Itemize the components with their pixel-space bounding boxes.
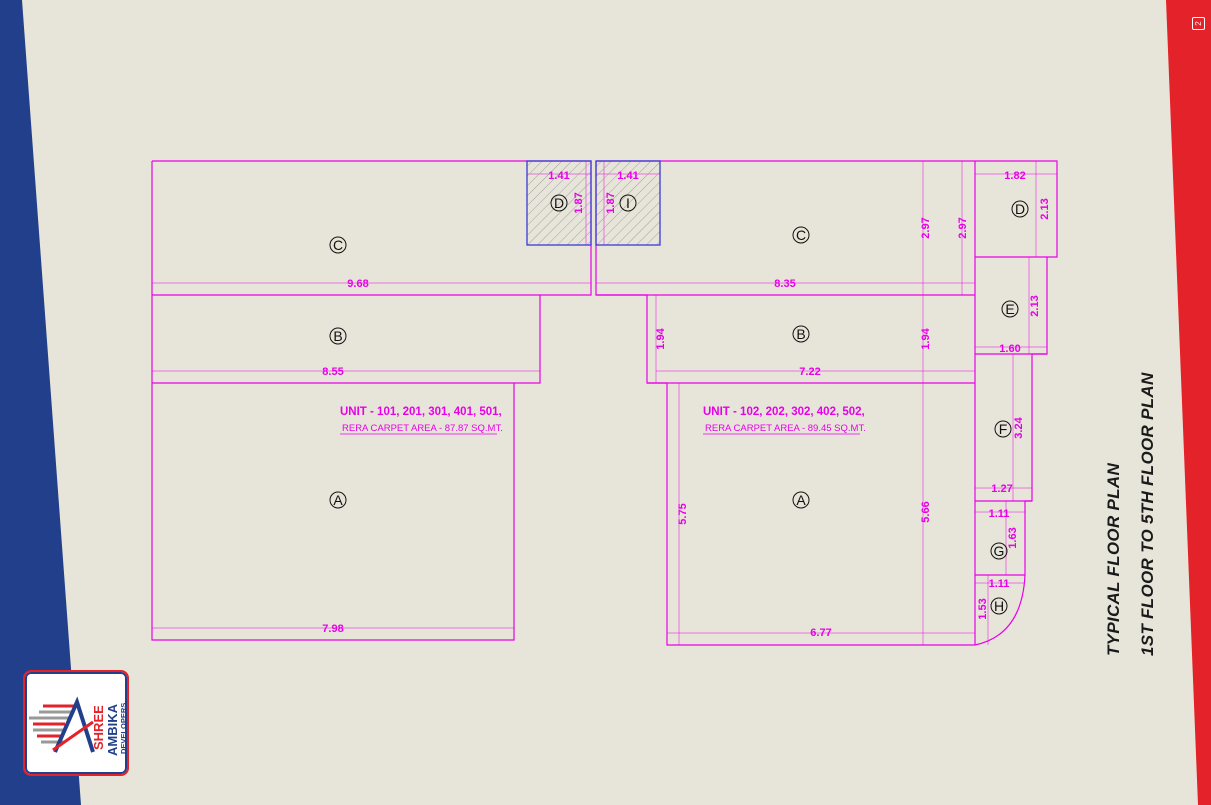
dim-right-f-depth: 3.24	[1013, 416, 1025, 438]
dim-right-a-depth-left: 5.75	[677, 503, 689, 524]
dim-left-d-depth: 1.87	[573, 192, 585, 213]
left-room-c-label: C	[333, 237, 343, 253]
dim-right-a-depth-right: 5.66	[920, 501, 932, 522]
right-room-i-label: I	[626, 195, 630, 211]
right-room-b-label: B	[796, 326, 805, 342]
right-unit-title: UNIT - 102, 202, 302, 402, 502,	[703, 406, 865, 418]
dim-right-c-width: 8.35	[774, 278, 795, 290]
right-room-f-label: F	[999, 421, 1008, 437]
right-room-g-label: G	[994, 543, 1005, 559]
right-unit-area: RERA CARPET AREA - 89.45 SQ.MT.	[705, 423, 866, 434]
dim-right-i-depth: 1.87	[605, 192, 617, 213]
left-unit-area: RERA CARPET AREA - 87.87 SQ.MT.	[342, 423, 503, 434]
company-logo: SHREE AMBIKA DEVELOPERS	[23, 670, 129, 776]
left-room-b-label: B	[333, 328, 342, 344]
dim-right-c-depth-2: 2.97	[957, 217, 969, 238]
dim-right-f-width: 1.27	[991, 483, 1012, 495]
right-room-h-label: H	[994, 598, 1004, 614]
logo-mark	[29, 696, 95, 753]
left-shaft-d	[526, 160, 592, 246]
dim-right-h-depth: 1.53	[977, 598, 989, 619]
dim-right-e-width: 1.60	[999, 343, 1020, 355]
dim-left-c-width: 9.68	[347, 278, 368, 290]
dim-right-g-width: 1.11	[989, 508, 1010, 520]
dim-right-b-depth-left: 1.94	[655, 327, 667, 349]
dim-left-a-width: 7.98	[322, 623, 343, 635]
right-room-d-label: D	[1015, 201, 1025, 217]
dim-right-e-depth: 2.13	[1029, 295, 1041, 316]
dim-left-d-width: 1.41	[548, 170, 569, 182]
dim-right-d-width: 1.82	[1004, 170, 1025, 182]
dim-right-c-depth-1: 2.97	[920, 217, 932, 238]
right-room-a-label: A	[796, 492, 806, 508]
right-curved-wall	[974, 574, 1026, 646]
left-room-d-label: D	[554, 195, 564, 211]
right-room-e-label: E	[1005, 301, 1014, 317]
left-unit-title: UNIT - 101, 201, 301, 401, 501,	[340, 406, 502, 418]
left-unit-outline	[151, 160, 592, 641]
dim-right-g-depth: 1.63	[1007, 527, 1019, 548]
right-red-band	[1166, 0, 1211, 805]
logo-text-developers: DEVELOPERS	[119, 702, 128, 754]
left-blue-band	[0, 0, 81, 805]
plan-title-line2: 1ST FLOOR TO 5TH FLOOR PLAN	[1138, 372, 1157, 656]
dim-right-b-depth-right: 1.94	[920, 327, 932, 349]
right-shaft-i	[595, 160, 661, 246]
logo-text-ambika: AMBIKA	[105, 704, 120, 756]
room-markers	[329, 194, 1029, 615]
logo-text-shree: SHREE	[91, 705, 106, 750]
page-number: 2	[1192, 17, 1205, 30]
dim-right-a-width: 6.77	[810, 627, 831, 639]
dim-right-b-width: 7.22	[799, 366, 820, 378]
left-room-a-label: A	[333, 492, 343, 508]
dim-right-d-depth: 2.13	[1039, 198, 1051, 219]
plan-title-line1: TYPICAL FLOOR PLAN	[1104, 462, 1123, 656]
dim-right-h-width: 1.11	[989, 578, 1010, 590]
dim-left-b-width: 8.55	[322, 366, 343, 378]
right-room-c-label: C	[796, 227, 806, 243]
dim-right-i-width: 1.41	[617, 170, 638, 182]
